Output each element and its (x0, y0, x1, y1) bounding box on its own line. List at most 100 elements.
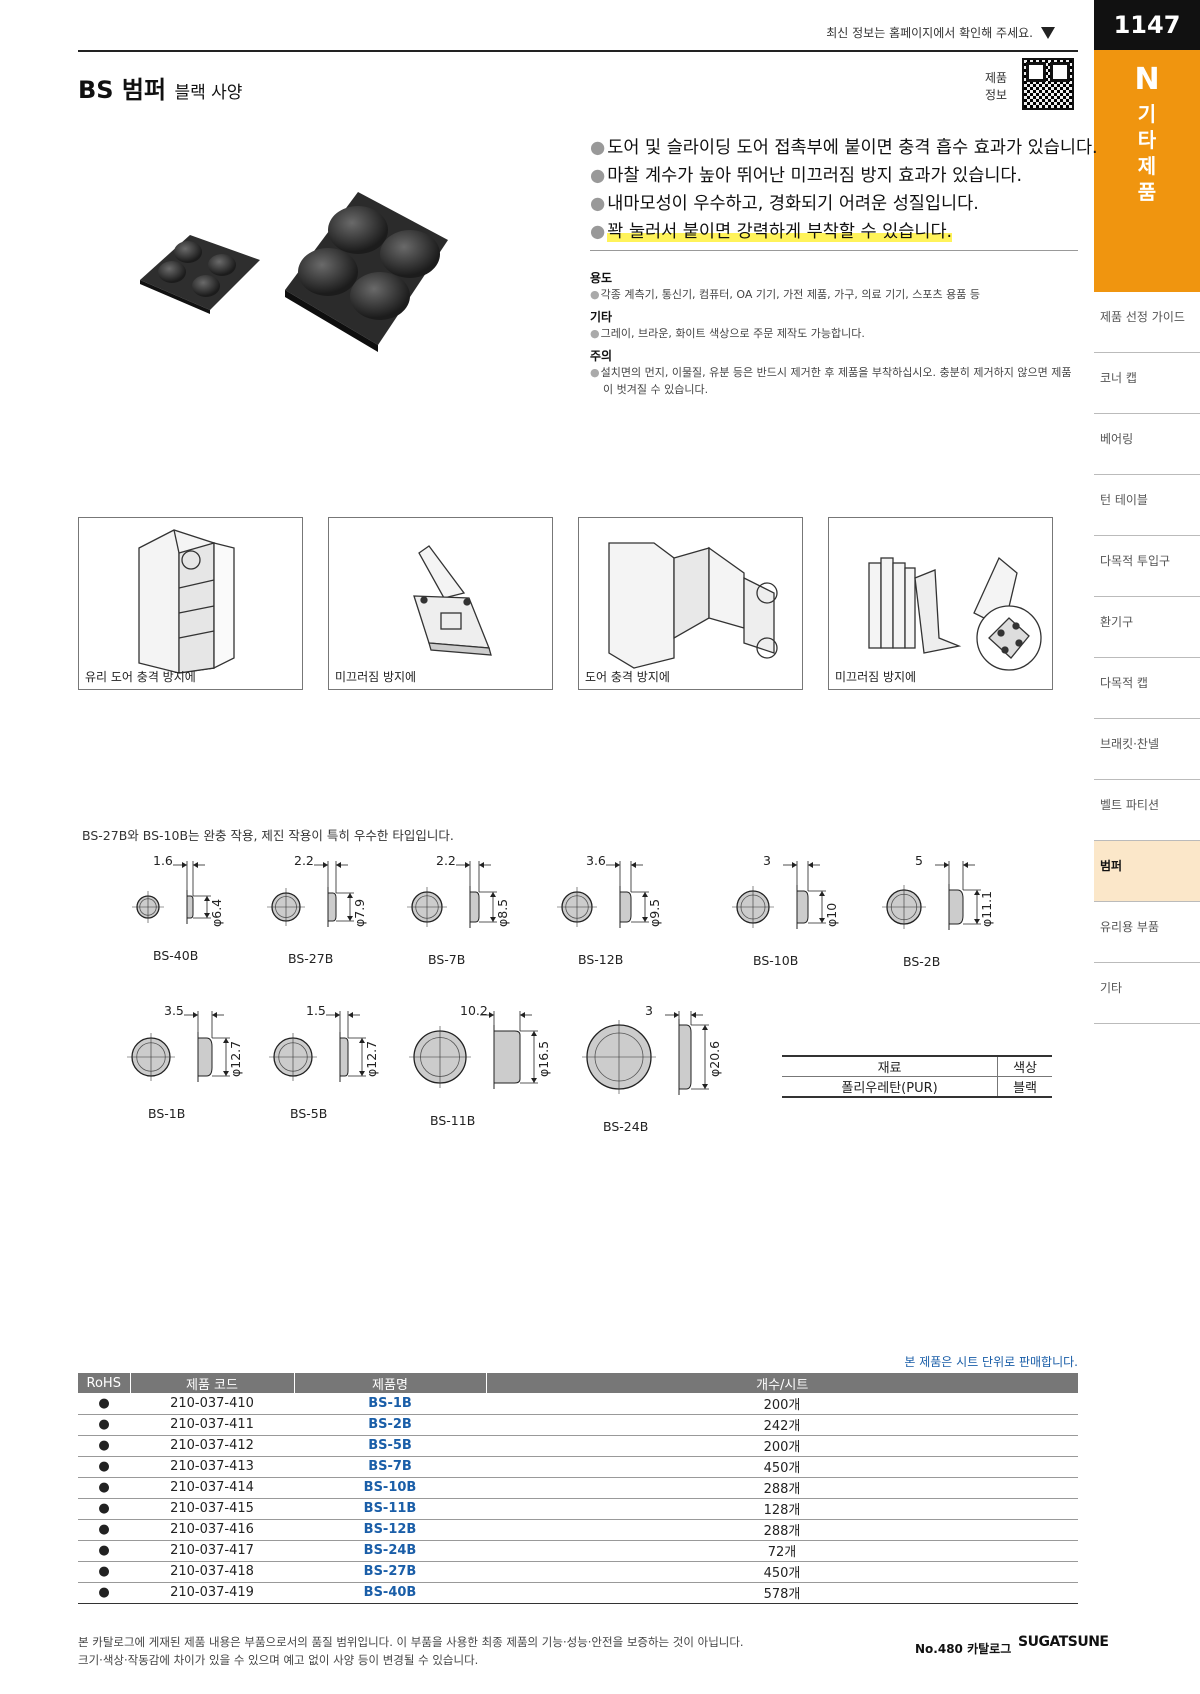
height-label: 2.2 (294, 853, 314, 868)
diameter-label: φ20.6 (707, 1040, 722, 1077)
usage-caption: 미끄러짐 방지에 (835, 670, 917, 684)
diameter-label: φ12.7 (364, 1040, 379, 1077)
sidebar-item[interactable]: 코너 캡 (1094, 353, 1200, 414)
sidebar-item[interactable]: 벨트 파티션 (1094, 780, 1200, 841)
etc-text: 그레이, 브라운, 화이트 색상으로 주문 제작도 가능합니다. (590, 325, 1080, 342)
height-label: 5 (915, 853, 923, 868)
rohs-header: RoHS (78, 1373, 131, 1393)
rohs-cell: ● (78, 1519, 130, 1541)
qty-cell: 242개 (486, 1414, 1078, 1436)
qr-code-icon[interactable] (1022, 58, 1074, 110)
code-cell: 210-037-411 (130, 1414, 294, 1436)
product-name-link[interactable]: BS-5B (294, 1435, 486, 1457)
height-label: 1.6 (153, 853, 173, 868)
code-header: 제품 코드 (130, 1373, 295, 1393)
sidebar-item[interactable]: 브래킷·찬넬 (1094, 719, 1200, 780)
usage-text: 각종 계측기, 통신기, 컴퓨터, OA 기기, 가전 제품, 가구, 의료 기… (590, 286, 1080, 303)
rohs-cell: ● (78, 1414, 130, 1436)
usage-example-door: 도어 충격 방지에 (578, 517, 803, 690)
diameter-label: φ6.4 (209, 898, 224, 927)
rohs-cell: ● (78, 1498, 130, 1520)
rohs-cell: ● (78, 1477, 130, 1499)
material-table: 재료 색상 폴리우레탄(PUR) 블랙 (782, 1055, 1052, 1098)
sidebar-item[interactable]: 환기구 (1094, 597, 1200, 658)
feature-item: 마찰 계수가 높아 뛰어난 미끄러짐 방지 효과가 있습니다. (590, 162, 1080, 190)
code-cell: 210-037-410 (130, 1393, 294, 1415)
model-label: BS-10B (753, 953, 799, 968)
sidebar-item[interactable]: 유리용 부품 (1094, 902, 1200, 963)
qr-label: 제품 정보 (985, 71, 1008, 102)
usage-title: 용도 (590, 271, 613, 285)
type-note: BS-27B와 BS-10B는 완충 작용, 제진 작용이 특히 우수한 타입입… (82, 828, 454, 843)
sidebar-item[interactable]: 범퍼 (1094, 841, 1200, 902)
rohs-cell: ● (78, 1540, 130, 1562)
product-name-link[interactable]: BS-7B (294, 1456, 486, 1478)
height-label: 2.2 (436, 853, 456, 868)
product-name-link[interactable]: BS-1B (294, 1393, 486, 1415)
usage-caption: 미끄러짐 방지에 (335, 670, 417, 684)
product-name-link[interactable]: BS-24B (294, 1540, 486, 1562)
category-name: 기타제품 (1137, 102, 1157, 204)
feature-divider (590, 250, 1078, 251)
brand-logo: SUGATSUNE (1018, 1634, 1109, 1650)
caution-title: 주의 (590, 349, 613, 363)
model-label: BS-40B (153, 948, 199, 963)
rohs-cell: ● (78, 1456, 130, 1478)
product-name-link[interactable]: BS-10B (294, 1477, 486, 1499)
code-cell: 210-037-412 (130, 1435, 294, 1457)
feature-list: 도어 및 슬라이딩 도어 접촉부에 붙이면 충격 흡수 효과가 있습니다. 마찰… (590, 134, 1098, 246)
sidebar-item[interactable]: 다목적 투입구 (1094, 536, 1200, 597)
color-value: 블랙 (997, 1076, 1052, 1098)
diameter-label: φ12.7 (228, 1040, 243, 1077)
sidebar-item[interactable]: 기타 (1094, 963, 1200, 1024)
diameter-label: φ9.5 (647, 898, 662, 927)
product-photo (130, 180, 450, 370)
product-name-link[interactable]: BS-40B (294, 1582, 486, 1604)
code-cell: 210-037-418 (130, 1561, 294, 1583)
etc-title: 기타 (590, 310, 613, 324)
sidebar-item[interactable]: 턴 테이블 (1094, 475, 1200, 536)
qty-cell: 288개 (486, 1477, 1078, 1499)
page-number: 1147 (1094, 0, 1200, 50)
sidebar-item[interactable]: 제품 선정 가이드 (1094, 292, 1200, 353)
rohs-cell: ● (78, 1561, 130, 1583)
sidebar-item[interactable]: 베어링 (1094, 414, 1200, 475)
triangle-down-icon (1041, 26, 1055, 39)
diameter-label: φ8.5 (495, 898, 510, 927)
rohs-cell: ● (78, 1582, 130, 1604)
page-title: BS 범퍼 블랙 사양 (78, 76, 243, 104)
product-name-link[interactable]: BS-2B (294, 1414, 486, 1436)
qty-cell: 72개 (486, 1540, 1078, 1562)
diameter-label: φ11.1 (979, 890, 994, 927)
code-cell: 210-037-415 (130, 1498, 294, 1520)
product-name-link[interactable]: BS-12B (294, 1519, 486, 1541)
sidebar-item[interactable]: 다목적 캡 (1094, 658, 1200, 719)
product-name-link[interactable]: BS-27B (294, 1561, 486, 1583)
usage-caption: 유리 도어 충격 방지에 (85, 670, 196, 684)
diameter-label: φ10 (824, 902, 839, 927)
homepage-note: 최신 정보는 홈페이지에서 확인해 주세요. (826, 24, 1055, 41)
product-name-link[interactable]: BS-11B (294, 1498, 486, 1520)
category-letter: N (1134, 62, 1160, 97)
feature-item: 내마모성이 우수하고, 경화되기 어려운 성질입니다. (590, 190, 1080, 218)
height-label: 3.5 (164, 1003, 184, 1018)
name-header: 제품명 (294, 1373, 487, 1393)
diameter-label: φ16.5 (536, 1040, 551, 1077)
rohs-cell: ● (78, 1393, 130, 1415)
usage-example-glass-door: 유리 도어 충격 방지에 (78, 517, 303, 690)
height-label: 3 (645, 1003, 653, 1018)
model-label: BS-1B (148, 1106, 186, 1121)
qty-cell: 288개 (486, 1519, 1078, 1541)
